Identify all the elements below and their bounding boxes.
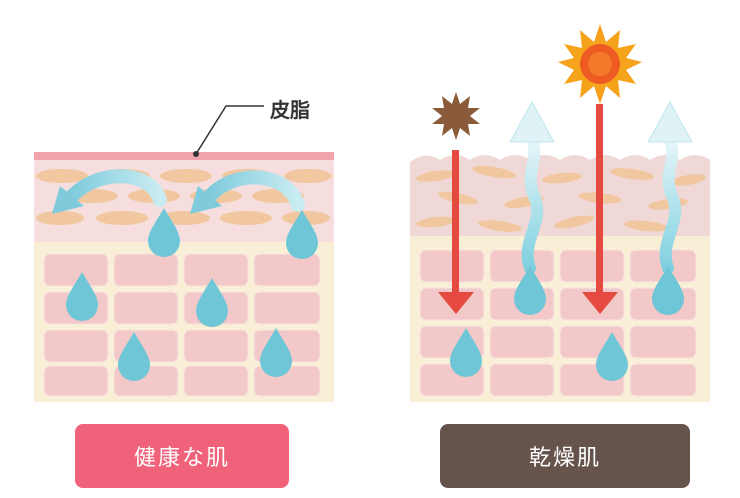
irritant-burst-icon [432,92,480,140]
lipid-cells [416,165,706,232]
evaporation-arrows [509,100,693,274]
arrow-icon [438,292,474,314]
skin-cells [43,253,321,397]
sebum-pointer [193,105,264,157]
dry-skin-label: 乾燥肌 [440,424,690,488]
arrow-icon [190,186,222,214]
moisture-retention-arrows [52,169,305,214]
arrow-icon [52,186,84,214]
healthy-skin-label: 健康な肌 [75,424,289,488]
arrow-icon [509,100,555,143]
sebum-label: 皮脂 [270,98,310,122]
arrow-icon [647,100,693,143]
irritant-penetration-arrows [438,104,618,314]
healthy-skin-panel [34,105,334,402]
sun-icon [558,24,642,104]
sebum-layer [34,152,334,160]
arrow-icon [582,292,618,314]
dry-skin-panel [410,24,710,402]
